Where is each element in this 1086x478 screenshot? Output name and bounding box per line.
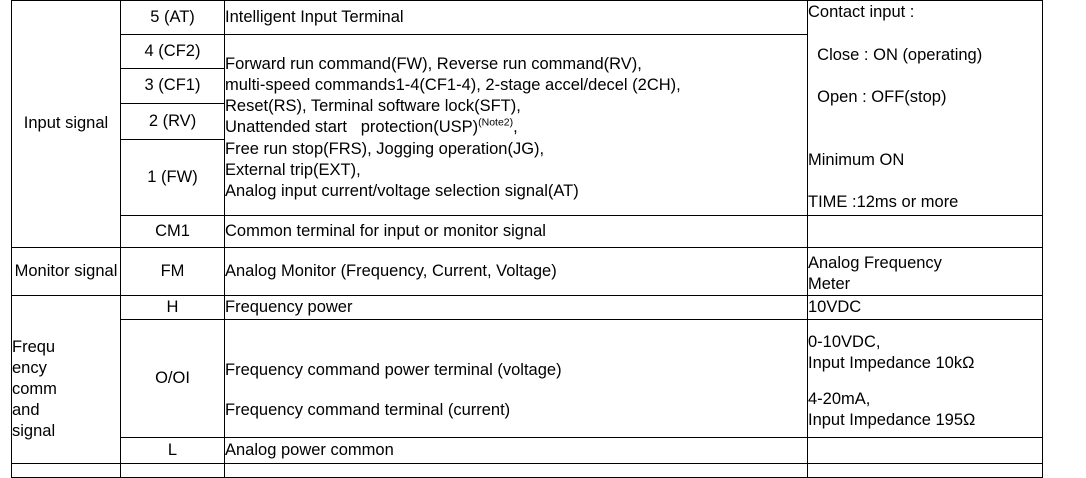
table-row: 1 (FW): [12, 139, 1043, 216]
desc-line-external-trip: External trip(EXT),: [225, 160, 361, 179]
table-row: 2 (RV): [12, 103, 1043, 140]
desc-line-usp: Unattended start protection(USP)(Note2),: [225, 117, 807, 138]
spec-line-open: Open : OFF(stop): [808, 87, 947, 106]
description-intelligent-input-terminal: Intelligent Input Terminal: [224, 0, 808, 35]
spec-analog-frequency-meter: Analog Frequency Meter: [807, 246, 1043, 297]
desc-line-analog-input-selection: Analog input current/voltage selection s…: [225, 181, 579, 200]
desc-line-forward-run: Forward run command(FW), Reverse run com…: [225, 55, 642, 74]
spec-contact-input: Contact input : Close : ON (operating) O…: [807, 0, 1043, 216]
desc-line-freq-cmd-power-voltage: Frequency command power terminal (voltag…: [225, 361, 562, 380]
table-row: L Analog power common: [12, 437, 1043, 465]
spec-line-analog-frequency: Analog Frequency: [808, 254, 942, 272]
desc-line-free-run-stop: Free run stop(FRS), Jogging operation(JG…: [225, 139, 545, 158]
category-frequency-label: Frequ ency comm and signal: [12, 337, 57, 441]
spec-partial: [807, 463, 1043, 478]
desc-line-reset: Reset(RS), Terminal software lock(SFT),: [225, 97, 521, 116]
description-partial: [224, 463, 808, 478]
table-row: Monitor signal FM Analog Monitor (Freque…: [11, 246, 1043, 297]
table-row: Frequ ency comm and signal H Frequency p…: [11, 295, 1043, 465]
terminal-partial: [120, 463, 225, 478]
desc-line-usp-text: Unattended start protection(USP): [225, 118, 479, 137]
table-row: 4 (CF2) Forward run command(FW), Reverse…: [12, 34, 1043, 216]
desc-line-multi-speed: multi-speed commands1-4(CF1-4), 2-stage …: [225, 76, 681, 95]
spec-line-contact-input: Contact input :: [808, 3, 915, 22]
table-row: CM1 Common terminal for input or monitor…: [12, 215, 1043, 248]
spec-line-close: Close : ON (operating): [808, 45, 983, 64]
spec-10vdc: 10VDC: [807, 295, 1043, 321]
terminal-1-fw: 1 (FW): [120, 139, 225, 216]
terminal-l: L: [120, 437, 225, 465]
desc-spacer: [225, 381, 807, 400]
category-monitor-signal-label: Monitor signal: [14, 262, 118, 281]
description-analog-monitor: Analog Monitor (Frequency, Current, Volt…: [224, 246, 808, 297]
terminal-o-oi: O/OI: [120, 319, 225, 439]
table-row: Input signal 5 (AT) Intelligent Input Te…: [11, 0, 1043, 248]
description-frequency-power: Frequency power: [224, 295, 808, 321]
terminal-4-cf2: 4 (CF2): [120, 34, 225, 69]
desc-line-usp-comma: ,: [513, 118, 518, 137]
description-input-functions: Forward run command(FW), Reverse run com…: [224, 34, 808, 216]
spec-line-impedance-10k: Input Impedance 10kΩ: [808, 353, 975, 372]
desc-line-freq-cmd-current: Frequency command terminal (current): [225, 401, 511, 420]
category-frequency-command-and-signal: Frequ ency comm and signal: [11, 295, 121, 465]
terminal-3-cf1: 3 (CF1): [120, 68, 225, 104]
spec-contact-input-text: Contact input : Close : ON (operating) O…: [808, 3, 982, 211]
table-row: 3 (CF1): [12, 68, 1043, 104]
spec-cm1-empty: [807, 215, 1043, 248]
spec-l-empty: [807, 437, 1043, 465]
category-input-signal: Input signal: [11, 0, 121, 248]
spec-line-4-20ma: 4-20mA,: [808, 389, 871, 408]
description-frequency-command-terminals: Frequency command power terminal (voltag…: [224, 319, 808, 439]
terminal-5-at: 5 (AT): [120, 0, 225, 35]
terminal-h: H: [120, 295, 225, 321]
spec-line-min-on-time: TIME :12ms or more: [808, 193, 959, 212]
spec-spacer: [808, 374, 1042, 389]
spec-line-0-10vdc: 0-10VDC,: [808, 332, 881, 351]
category-monitor-signal: Monitor signal: [11, 246, 121, 297]
terminal-2-rv: 2 (RV): [120, 103, 225, 140]
terminal-cm1: CM1: [120, 215, 225, 248]
spec-frequency-command-ratings: 0-10VDC, Input Impedance 10kΩ 4-20mA, In…: [807, 319, 1043, 439]
table-row: O/OI Frequency command power terminal (v…: [12, 319, 1043, 439]
spec-line-meter: Meter: [808, 275, 851, 294]
category-partial: [11, 463, 121, 478]
terminal-specification-table: Input signal 5 (AT) Intelligent Input Te…: [11, 0, 1043, 478]
description-input-functions-lines: Forward run command(FW), Reverse run com…: [225, 54, 807, 202]
spec-line-impedance-195: Input Impedance 195Ω: [808, 410, 976, 429]
description-common-terminal: Common terminal for input or monitor sig…: [224, 215, 808, 248]
spec-line-minimum-on: Minimum ON: [808, 151, 905, 170]
description-analog-power-common: Analog power common: [224, 437, 808, 465]
note2-superscript: (Note2): [478, 116, 514, 129]
table-row-partial: [11, 463, 1043, 478]
terminal-fm: FM: [120, 246, 225, 297]
